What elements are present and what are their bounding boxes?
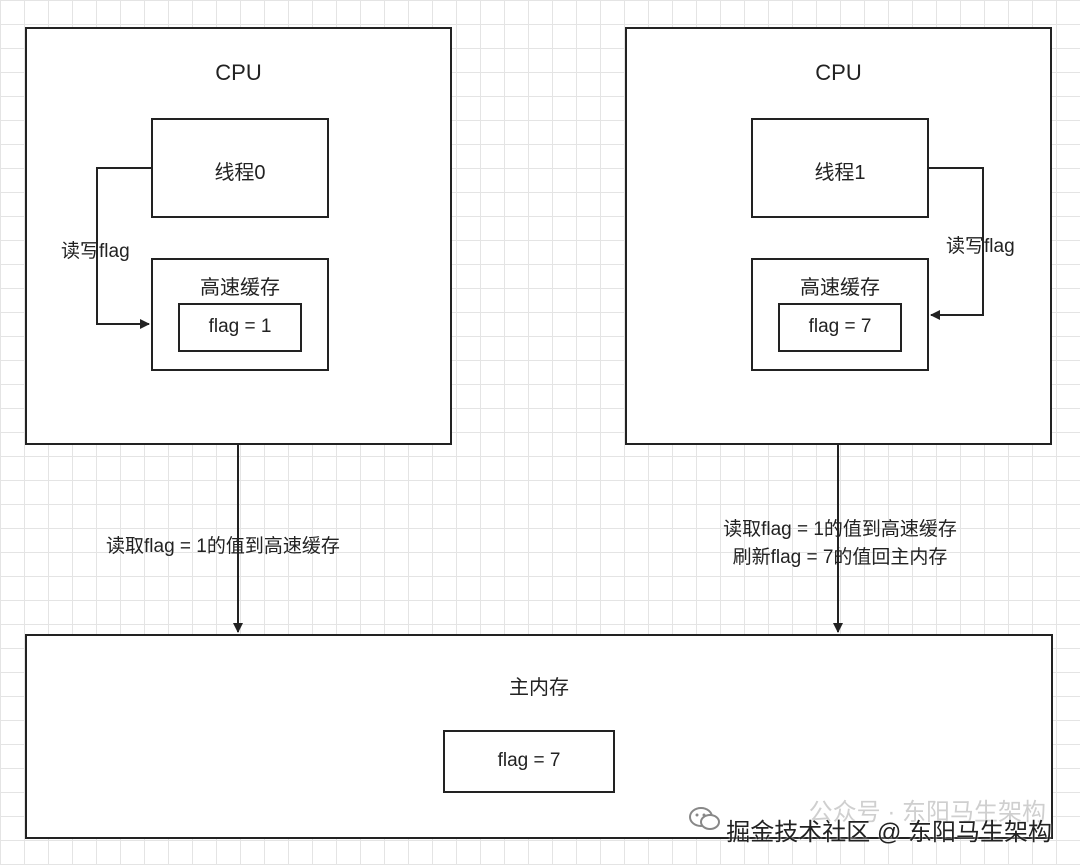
- thread-0-box: [151, 118, 329, 218]
- left-readwrite-label: 读写flag: [61, 241, 130, 262]
- flag-right-box: [778, 303, 902, 352]
- main-memory-flag-value: flag = 7: [497, 750, 561, 771]
- thread-1-label: 线程1: [814, 162, 866, 184]
- right-to-memory-label-line2: 刷新flag = 7的值回主内存: [732, 547, 948, 568]
- right-readwrite-arrow: [929, 167, 984, 320]
- right-readwrite-label: 读写flag: [946, 236, 1015, 257]
- cpu-right-title: CPU: [815, 60, 862, 85]
- flag-left-box: [178, 303, 302, 352]
- flag-left-value: flag = 1: [208, 316, 272, 337]
- watermark-ghost-text: 公众号 · 东阳马生架构: [808, 799, 1046, 826]
- left-to-memory-label: 读取flag = 1的值到高速缓存: [106, 536, 340, 557]
- cache-left-title: 高速缓存: [200, 277, 280, 299]
- main-memory-title: 主内存: [509, 677, 569, 699]
- thread-1-box: [751, 118, 929, 218]
- wechat-icon: [689, 807, 720, 830]
- thread-0-label: 线程0: [214, 162, 266, 184]
- flag-right-value: flag = 7: [808, 316, 872, 337]
- cache-right-title: 高速缓存: [800, 277, 880, 299]
- right-to-memory-label-line1: 读取flag = 1的值到高速缓存: [723, 519, 957, 540]
- watermark-text: 掘金技术社区 @ 东阳马生架构: [726, 819, 1052, 846]
- left-readwrite-arrow: [96, 167, 151, 329]
- main-memory-flag-box: [443, 730, 615, 793]
- cpu-left-title: CPU: [215, 60, 262, 85]
- cpu-right-box: [625, 27, 1052, 445]
